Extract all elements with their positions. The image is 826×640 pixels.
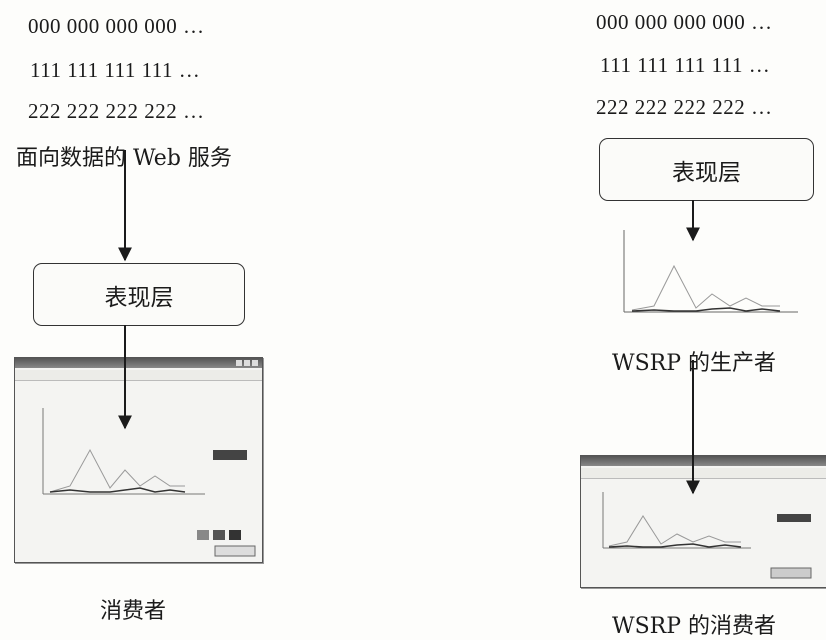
consumer-window-thumbnail — [14, 357, 263, 563]
right-data-line-1: 111 111 111 111 … — [600, 53, 770, 78]
wsrp-consumer-window-thumbnail — [580, 455, 826, 588]
right-data-line-0: 000 000 000 000 … — [596, 10, 773, 35]
producer-chart-thumbnail — [612, 214, 812, 324]
consumer-label: 消费者 — [100, 593, 166, 625]
left-data-line-0: 000 000 000 000 … — [28, 14, 205, 39]
right-data-line-2: 222 222 222 222 … — [596, 95, 773, 120]
wsrp-consumer-label: WSRP 的消费者 — [612, 608, 776, 640]
left-data-line-1: 111 111 111 111 … — [30, 58, 200, 83]
data-web-service-label: 面向数据的 Web 服务 — [16, 140, 232, 172]
wsrp-consumer-window-chart — [581, 456, 826, 587]
left-presentation-layer-box: 表现层 — [33, 263, 245, 326]
wsrp-producer-label: WSRP 的生产者 — [612, 345, 776, 377]
right-presentation-layer-box: 表现层 — [599, 138, 814, 201]
left-data-line-2: 222 222 222 222 … — [28, 99, 205, 124]
left-presentation-layer-label: 表现层 — [105, 278, 174, 312]
right-presentation-layer-label: 表现层 — [672, 153, 741, 187]
consumer-window-chart — [15, 358, 262, 562]
